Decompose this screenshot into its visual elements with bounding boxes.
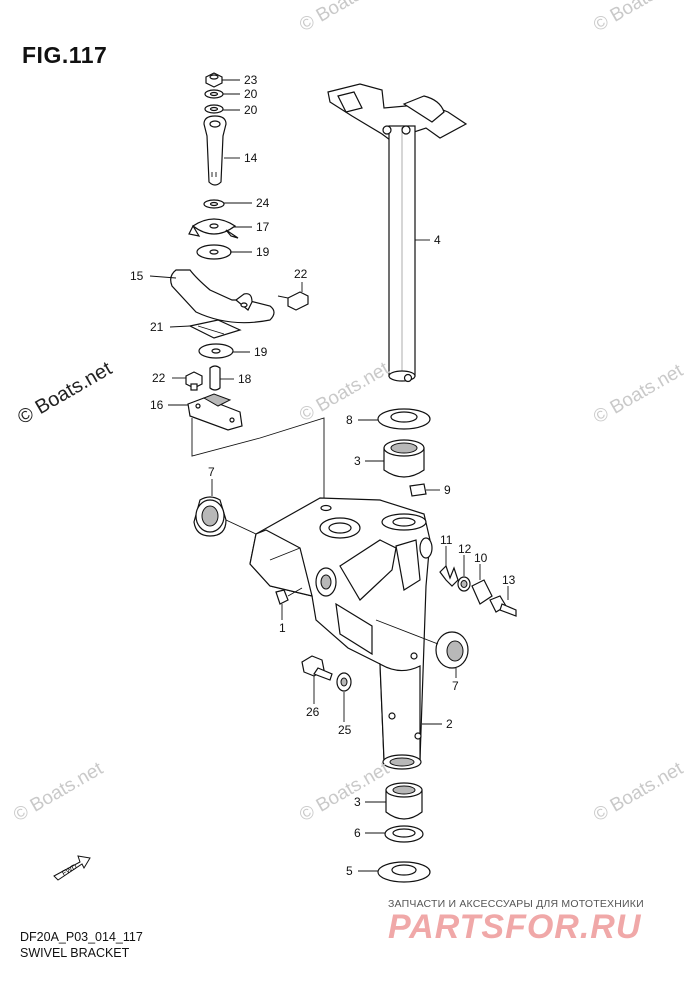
callout-7-left: 7 [208,465,215,479]
callout-21: 21 [150,320,164,334]
callout-2: 2 [446,717,453,731]
document-code: DF20A_P03_014_117 [20,930,143,944]
steering-shaft-4 [327,83,468,383]
callout-4: 4 [434,233,441,247]
callout-11: 11 [440,533,453,547]
nut-23 [205,72,223,88]
swivel-bracket-2 [249,497,433,770]
callout-18: 18 [238,372,252,386]
grease-nipple-1 [275,587,303,605]
callout-3-upper: 3 [354,454,361,468]
callout-8: 8 [346,413,353,427]
promo-brand-logo: PARTSFOR.RU [388,908,642,946]
callout-24: 24 [256,196,270,210]
callout-3-lower: 3 [354,795,361,809]
washer-24 [203,199,225,209]
callout-22b: 22 [152,371,166,385]
callout-19b: 19 [254,345,268,359]
callout-15: 15 [130,269,144,283]
callout-25: 25 [338,723,352,737]
washer-19b [198,343,234,359]
callout-20a: 20 [244,87,258,101]
ball-12 [457,576,471,592]
callout-1: 1 [279,621,286,635]
figure-title: FIG.117 [22,42,108,68]
washer-5 [377,861,431,883]
bushing-3-upper [383,439,425,478]
screw-13 [489,595,517,617]
callout-7-right: 7 [452,679,459,693]
plunger-10 [471,579,493,605]
steering-stopper-14 [203,115,227,186]
promo-tagline: ЗАПЧАСТИ И АКСЕССУАРЫ ДЛЯ МОТОТЕХНИКИ [388,898,644,910]
callout-19a: 19 [256,245,270,259]
callout-6: 6 [354,826,361,840]
leader-lines [149,79,509,872]
washer-20b [204,104,224,114]
bolt-22b [185,371,203,391]
washer-25 [336,672,352,692]
callout-16: 16 [150,398,164,412]
bolt-26 [301,655,333,681]
callout-14: 14 [244,151,258,165]
washer-6 [384,825,424,843]
callout-20b: 20 [244,103,258,117]
key-9 [409,483,427,497]
callout-labels: 23 20 20 14 24 17 19 15 22 21 19 22 18 1… [130,73,516,878]
pin-18 [209,365,221,391]
bracket-plate-16 [187,393,243,431]
fwd-arrow-icon: FWD [53,855,91,881]
tilt-lock-lever-15 [170,269,275,324]
figure-name: SWIVEL BRACKET [20,946,130,960]
callout-23: 23 [244,73,258,87]
friction-plate-17 [188,218,239,239]
callout-9: 9 [444,483,451,497]
callout-5: 5 [346,864,353,878]
callout-13: 13 [502,573,516,587]
callout-10: 10 [474,551,488,565]
fwd-label: FWD [61,863,78,877]
bushing-7-left [193,496,257,537]
callout-22a: 22 [294,267,308,281]
callout-17: 17 [256,220,270,234]
washer-20a [204,89,224,99]
bushing-7-right [375,619,469,669]
callout-26: 26 [306,705,320,719]
washer-19a [196,244,232,260]
callout-12: 12 [458,542,472,556]
spring-11 [439,564,459,587]
washer-8 [377,408,431,430]
bushing-3-lower [385,782,423,820]
bolt-22a [277,291,309,311]
plate-21 [188,319,242,339]
